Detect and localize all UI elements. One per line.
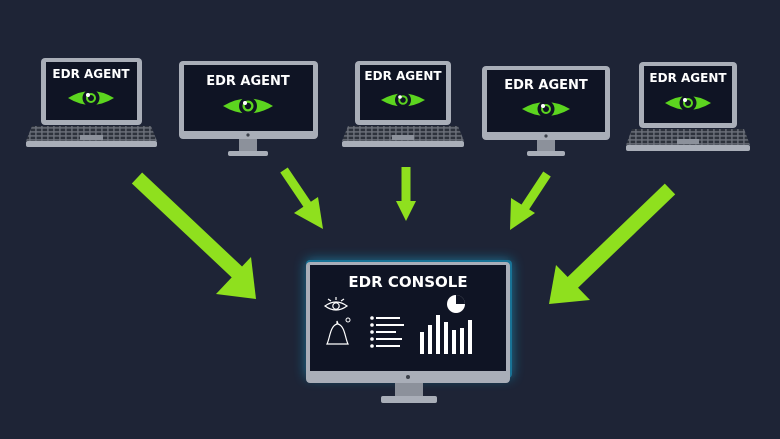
agent-device-3: EDR AGENT: [342, 61, 464, 147]
eye-icon: [223, 97, 273, 115]
agent-device-2: EDR AGENT: [179, 61, 318, 156]
arrow-agent-5: [549, 183, 676, 304]
agent-device-5: EDR AGENT: [626, 62, 750, 151]
agent-label-3: EDR AGENT: [364, 69, 442, 83]
eye-icon: [68, 89, 114, 107]
notification-dot-icon: [345, 317, 351, 323]
arrow-agent-2: [280, 167, 323, 229]
agent-device-1: EDR AGENT: [26, 58, 157, 147]
arrow-agent-3: [396, 167, 416, 221]
list-icon: [370, 316, 404, 348]
agent-label-1: EDR AGENT: [52, 67, 130, 81]
console-label: EDR CONSOLE: [348, 273, 467, 291]
console-device: EDR CONSOLE: [306, 260, 512, 403]
agent-label-4: EDR AGENT: [504, 78, 588, 93]
arrow-agent-1: [131, 172, 256, 299]
eye-icon: [522, 100, 570, 118]
agent-label-2: EDR AGENT: [206, 74, 290, 89]
arrows: [131, 167, 676, 304]
arrow-agent-4: [510, 171, 551, 230]
eye-icon: [665, 94, 711, 112]
bar-chart-icon: [420, 315, 472, 354]
eye-icon: [381, 92, 425, 108]
agent-label-5: EDR AGENT: [649, 71, 727, 85]
eye-icon: [323, 297, 349, 311]
bell-icon: [326, 320, 349, 345]
pie-chart-icon: [447, 295, 465, 313]
agent-device-4: EDR AGENT: [482, 66, 610, 156]
